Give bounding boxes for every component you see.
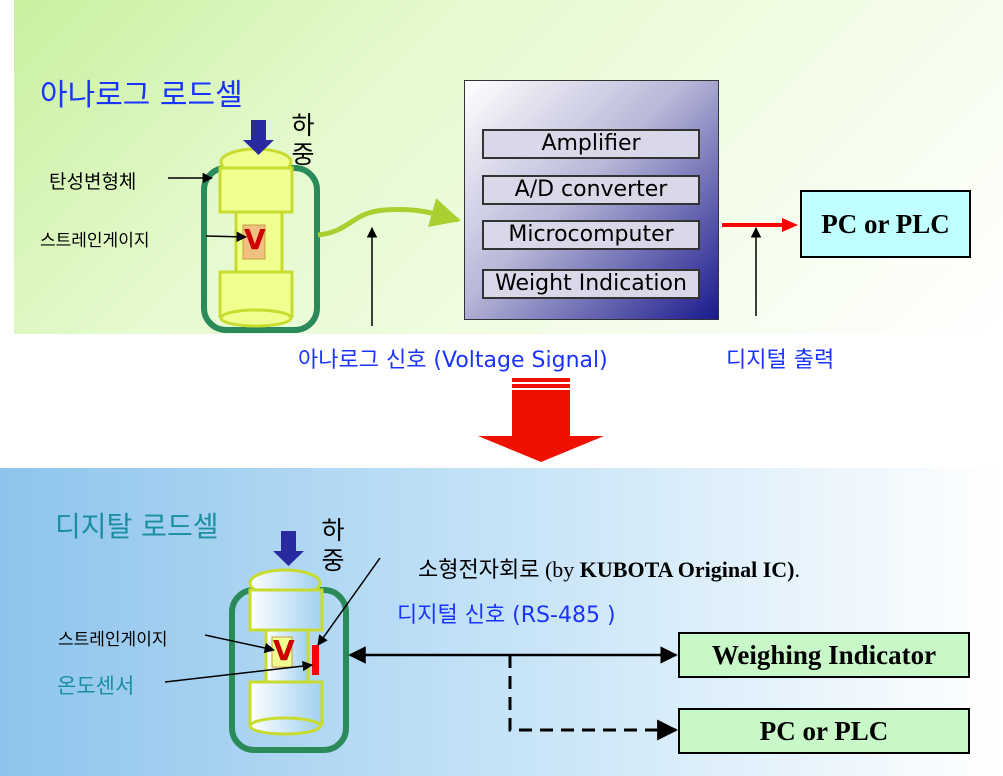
digital-load-cell [229, 568, 349, 753]
analog-load-char-1: 하 [291, 111, 315, 140]
circuit-label-brand: KUBOTA Original IC) [579, 557, 795, 582]
analog-strain-pointer [205, 231, 248, 243]
circuit-pointer [317, 557, 381, 646]
temp-sensor-label: 온도센서 [57, 674, 135, 698]
digital-signal-label: 디지털 신호 (RS-485 ) [397, 603, 616, 628]
analog-signal-curve [317, 198, 461, 238]
analog-signal-label: 아나로그 신호 (Voltage Signal) [298, 348, 608, 373]
processor-item-microcomputer: Microcomputer [482, 220, 700, 250]
digital-title: 디지탈 로드셀 [55, 510, 219, 543]
digital-output-box-pc-plc: PC or PLC [678, 708, 970, 754]
processor-block: Amplifier A/D converter Microcomputer We… [464, 80, 719, 320]
digital-strain-pointer [204, 634, 276, 654]
temp-sensor-pointer [164, 660, 314, 683]
circuit-label-kr: 소형전자회로 [418, 558, 540, 583]
analog-load-arrow [243, 120, 274, 155]
digital-strain-gauge-label: 스트레인게이지 [58, 630, 168, 650]
rs485-dashed-branch [508, 655, 679, 741]
processor-item-weight-indication: Weight Indication [482, 269, 700, 299]
circuit-label: 소형전자회로 (by KUBOTA Original IC). [418, 552, 800, 584]
processor-item-amplifier: Amplifier [482, 129, 700, 159]
transition-arrow [478, 378, 604, 462]
weighing-indicator-box: Weighing Indicator [678, 632, 970, 678]
digital-load-arrow [273, 531, 304, 566]
analog-strain-gauge-label: 스트레인게이지 [40, 231, 150, 251]
digital-load-char-1: 하 [321, 516, 345, 545]
elastic-body-label: 탄성변형체 [49, 171, 137, 193]
digital-output-arrow [722, 218, 798, 232]
analog-output-box: PC or PLC [800, 190, 971, 258]
analog-load-cell [201, 147, 320, 333]
processor-item-ad-converter: A/D converter [482, 175, 700, 205]
analog-gauge-mark: V [244, 223, 266, 256]
analog-load-char-2: 중 [291, 140, 315, 169]
circuit-label-by: (by [539, 557, 580, 582]
digital-output-label: 디지털 출력 [726, 348, 835, 373]
digital-load-char-2: 중 [321, 546, 345, 575]
circuit-label-end: . [794, 557, 801, 582]
digital-gauge-mark: V [273, 634, 295, 667]
analog-title: 아나로그 로드셀 [40, 78, 243, 113]
